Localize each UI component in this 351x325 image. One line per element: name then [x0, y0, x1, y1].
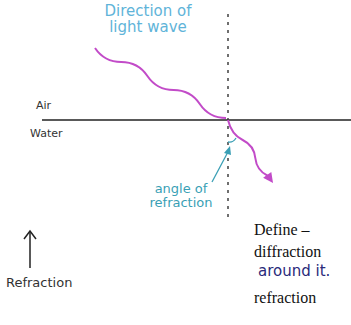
worksheet-text: diffraction — [254, 244, 349, 261]
up-arrow — [29, 232, 31, 268]
worksheet-text: Define – — [254, 222, 349, 239]
medium-label: Water — [30, 128, 90, 140]
handwritten-answer: around it. — [258, 264, 348, 280]
incident-light-wave — [95, 48, 226, 118]
angle-arc — [228, 138, 236, 142]
air-water-boundary — [42, 119, 351, 121]
arrowhead — [224, 146, 231, 155]
arrowhead — [263, 172, 273, 183]
worksheet-text: refraction — [254, 290, 349, 307]
refracted-light-wave — [228, 120, 268, 176]
angle-label: angle of refraction — [140, 182, 222, 209]
title-note: Direction of light wave — [88, 4, 208, 36]
medium-label: Air — [36, 100, 76, 112]
up-arrow-head — [24, 231, 36, 239]
topic-label: Refraction — [6, 276, 96, 290]
angle-pointer — [212, 150, 229, 182]
normal-line — [227, 14, 228, 222]
